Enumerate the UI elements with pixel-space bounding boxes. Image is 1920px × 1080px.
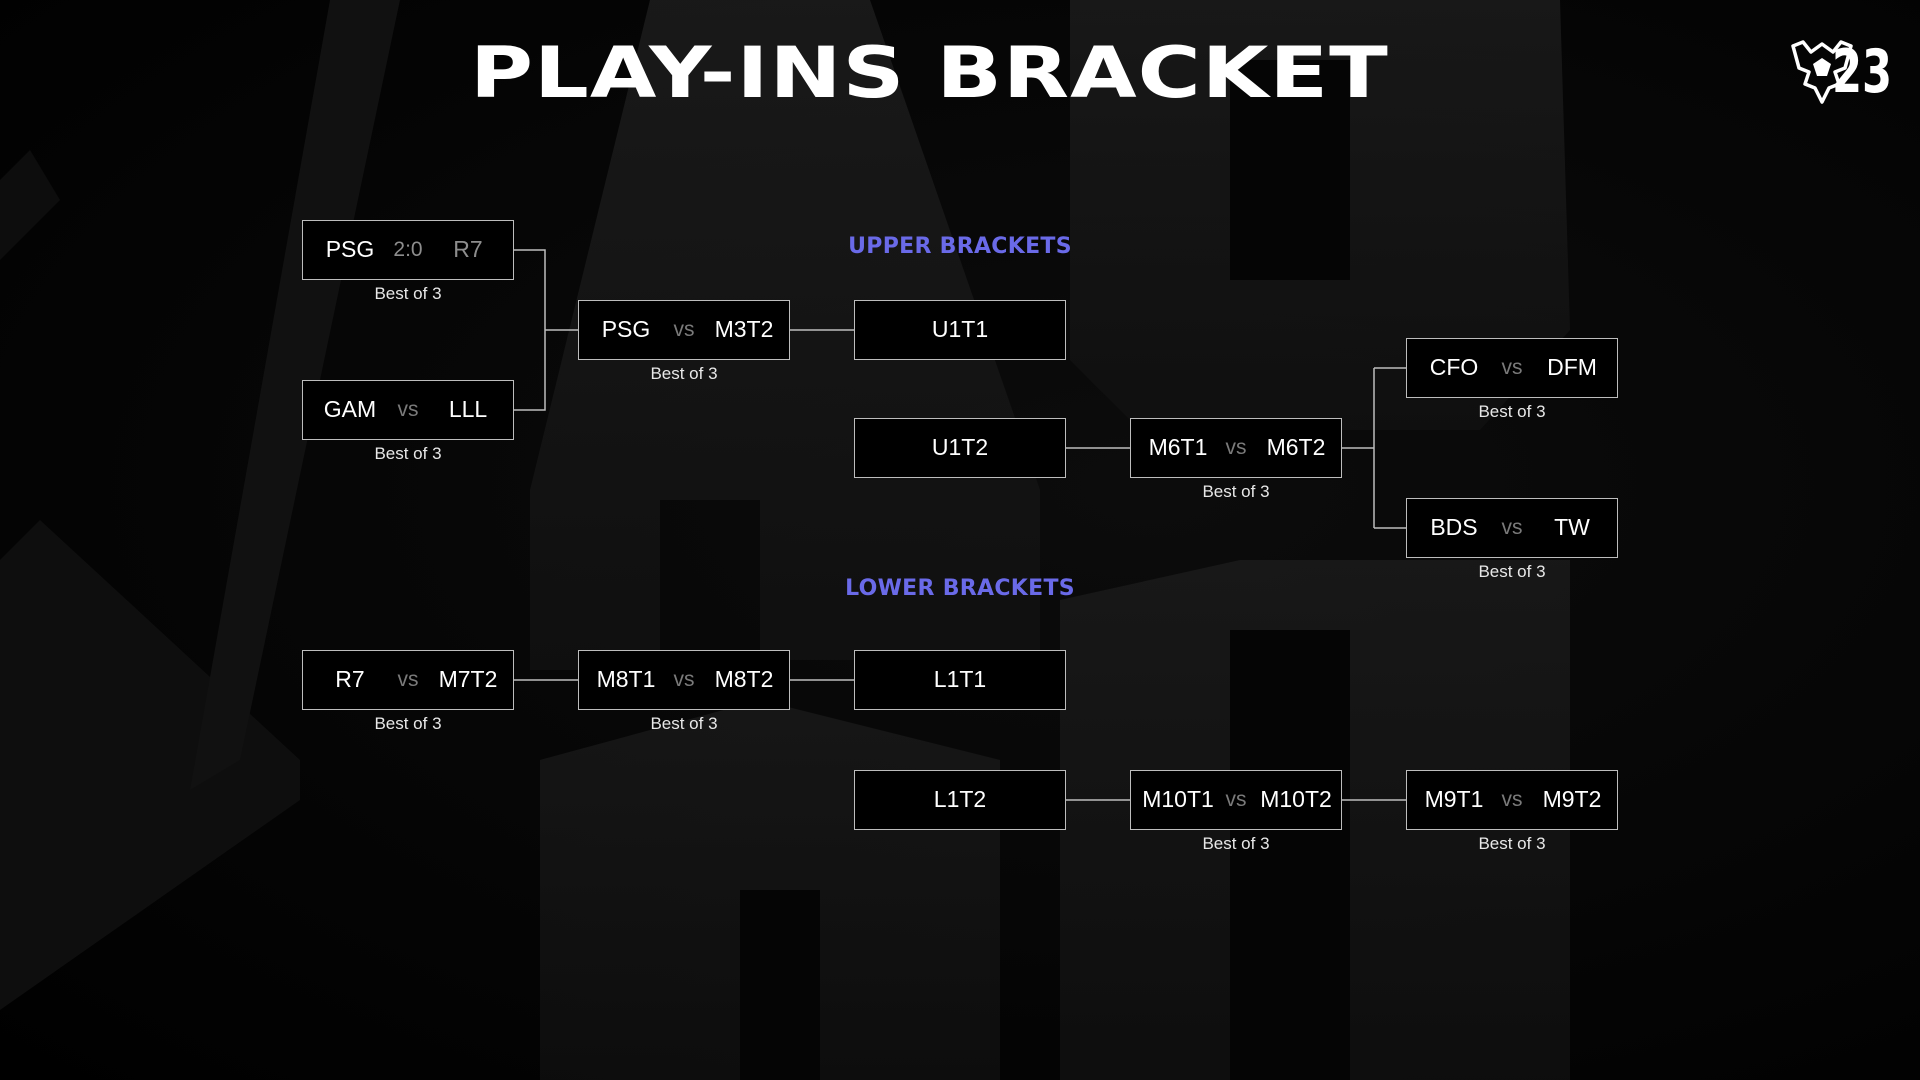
team1-name: PSG <box>601 316 651 342</box>
upper-brackets-label: UPPER BRACKETS <box>848 234 1072 259</box>
logo-year: 23 <box>1832 37 1893 107</box>
team2-name: DFM <box>1547 354 1597 380</box>
versus-label: vs <box>1225 436 1247 459</box>
match-format: Best of 3 <box>1478 402 1546 421</box>
match-format: Best of 3 <box>374 444 442 463</box>
match-format: Best of 3 <box>374 284 442 303</box>
team2-name: TW <box>1554 514 1590 540</box>
match-m8[interactable]: M8T1 vs M8T2 <box>578 650 790 710</box>
match-format: Best of 3 <box>1202 834 1270 853</box>
team2-name: M10T2 <box>1260 786 1332 812</box>
team1-name: M10T1 <box>1142 786 1214 812</box>
versus-label: vs <box>673 318 695 341</box>
match-format: Best of 3 <box>1478 562 1546 581</box>
match-format: Best of 3 <box>650 714 718 733</box>
team1-name: M9T1 <box>1424 786 1484 812</box>
versus-label: vs <box>397 398 419 421</box>
team1-name: R7 <box>335 666 365 692</box>
match-format: Best of 3 <box>1478 834 1546 853</box>
team2-name: LLL <box>448 396 488 422</box>
versus-label: vs <box>1225 788 1247 811</box>
versus-label: vs <box>397 668 419 691</box>
match-format: Best of 3 <box>1202 482 1270 501</box>
team2-name: M9T2 <box>1542 786 1602 812</box>
slot-u1t2[interactable]: U1T2 <box>854 418 1066 478</box>
team2-name: M7T2 <box>438 666 498 692</box>
versus-label: vs <box>673 668 695 691</box>
page-title: PLAY-INS BRACKET <box>470 31 1389 114</box>
lower-brackets-label: LOWER BRACKETS <box>845 576 1075 601</box>
team1-name: GAM <box>323 396 377 422</box>
match-m9[interactable]: M9T1 vs M9T2 <box>1406 770 1618 830</box>
match-format: Best of 3 <box>374 714 442 733</box>
match-psg-r7[interactable]: PSG 2:0 R7 <box>302 220 514 280</box>
versus-label: vs <box>1501 788 1523 811</box>
versus-label: vs <box>1501 356 1523 379</box>
team1-name: M8T1 <box>596 666 656 692</box>
match-gam-lll[interactable]: GAM vs LLL <box>302 380 514 440</box>
match-bds-tw[interactable]: BDS vs TW <box>1406 498 1618 558</box>
match-cfo-dfm[interactable]: CFO vs DFM <box>1406 338 1618 398</box>
match-m10[interactable]: M10T1 vs M10T2 <box>1130 770 1342 830</box>
versus-label: vs <box>1501 516 1523 539</box>
slot-l1t1[interactable]: L1T1 <box>854 650 1066 710</box>
team2-name: M8T2 <box>714 666 774 692</box>
slot-l1t2[interactable]: L1T2 <box>854 770 1066 830</box>
match-psg-m3t2[interactable]: PSG vs M3T2 <box>578 300 790 360</box>
match-format: Best of 3 <box>650 364 718 383</box>
team1-name: CFO <box>1429 354 1479 380</box>
team2-name: R7 <box>453 236 483 262</box>
team2-name: M6T2 <box>1266 434 1326 460</box>
team2-name: M3T2 <box>714 316 774 342</box>
match-score: 2:0 <box>393 238 423 261</box>
slot-u1t1[interactable]: U1T1 <box>854 300 1066 360</box>
match-m6[interactable]: M6T1 vs M6T2 <box>1130 418 1342 478</box>
team1-name: BDS <box>1430 514 1478 540</box>
worlds-trophy-icon <box>1791 40 1853 104</box>
match-r7-m7t2[interactable]: R7 vs M7T2 <box>302 650 514 710</box>
team1-name: M6T1 <box>1148 434 1208 460</box>
team1-name: PSG <box>325 236 375 262</box>
